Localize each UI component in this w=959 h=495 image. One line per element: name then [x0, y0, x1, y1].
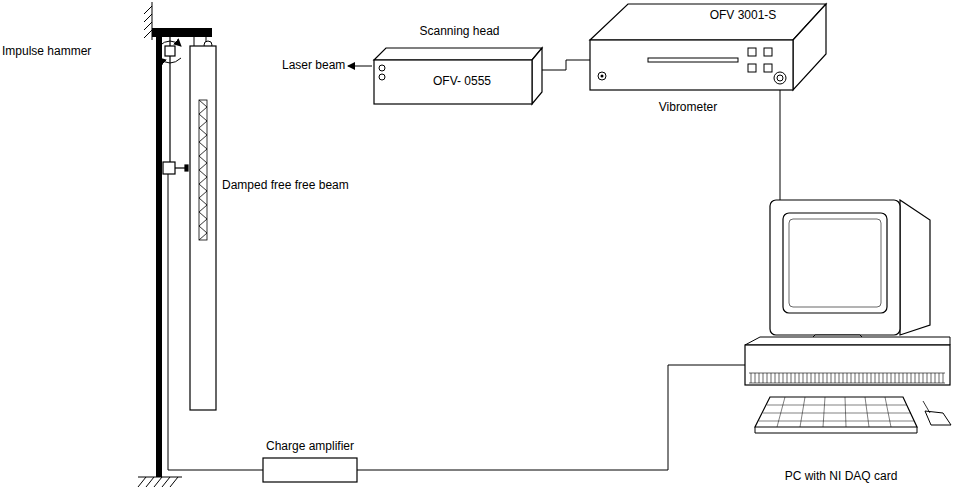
damped-free-free-beam — [190, 46, 216, 410]
swing-arrows — [159, 41, 181, 63]
signal-cable — [542, 60, 590, 70]
support-post — [156, 37, 162, 477]
signal-cable — [357, 365, 745, 470]
signal-cable — [780, 90, 781, 200]
beam-label: Laser beam — [282, 58, 345, 73]
model-number: OFV- 0555 — [392, 74, 532, 89]
device-heading: Vibrometer — [628, 100, 748, 115]
scanning-head: Scanning headOFV- 0555 — [372, 24, 547, 108]
model-number: OFV 3001-S — [688, 8, 798, 23]
computer-shape — [725, 185, 957, 490]
device-heading: Charge amplifier — [255, 439, 365, 454]
damping-layer — [199, 100, 207, 240]
device-heading: PC with NI DAQ card — [725, 469, 957, 484]
charge-amplifier: Charge amplifier — [255, 438, 365, 488]
pc-with-daq: PC with NI DAQ card — [725, 185, 957, 490]
hammer-cable — [168, 174, 263, 470]
top-support-bar — [152, 28, 212, 37]
laser-beam-arrow — [348, 66, 372, 67]
device-heading: Scanning head — [372, 24, 547, 39]
impulse-hammer — [163, 37, 188, 174]
part-label: Damped free free beam — [222, 178, 349, 193]
ground-hatch — [138, 477, 182, 487]
wall-hatch — [144, 2, 152, 40]
part-label: Impulse hammer — [2, 44, 91, 59]
vibrometer: OFV 3001-S Vibrometer — [588, 0, 828, 122]
